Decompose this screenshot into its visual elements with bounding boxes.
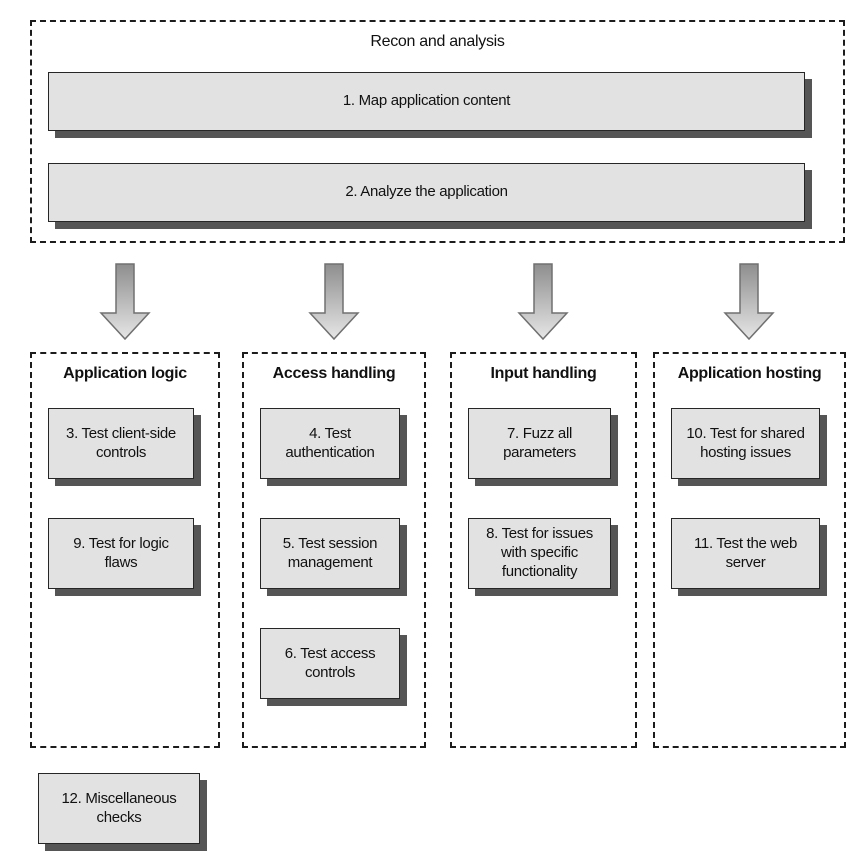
step-10-box: 10. Test for shared hosting issues xyxy=(671,408,820,479)
step-12-label: 12. Miscellaneous checks xyxy=(61,789,177,826)
column-access-handling: Access handling 4. Test authentication 5… xyxy=(242,352,426,748)
step-11-label: 11. Test the web server xyxy=(693,534,798,571)
step-2-label: 2. Analyze the application xyxy=(345,183,508,201)
step-4-label: 4. Test authentication xyxy=(285,424,375,461)
column-title-input-handling: Input handling xyxy=(490,365,597,382)
step-7-box: 7. Fuzz all parameters xyxy=(468,408,611,479)
column-title-application-logic: Application logic xyxy=(63,365,187,382)
column-title-application-hosting: Application hosting xyxy=(677,365,822,382)
step-9-label: 9. Test for logic flaws xyxy=(73,534,169,571)
column-application-logic: Application logic 3. Test client-side co… xyxy=(30,352,220,748)
step-11-box: 11. Test the web server xyxy=(671,518,820,589)
step-9-box: 9. Test for logic flaws xyxy=(48,518,194,589)
step-2-box: 2. Analyze the application xyxy=(48,163,805,222)
step-4-box: 4. Test authentication xyxy=(260,408,400,479)
step-6-box: 6. Test access controls xyxy=(260,628,400,699)
down-arrow-icon xyxy=(515,263,571,341)
step-1-box: 1. Map application content xyxy=(48,72,805,131)
step-7-label: 7. Fuzz all parameters xyxy=(503,424,576,461)
step-3-label: 3. Test client-side controls xyxy=(66,424,176,461)
column-input-handling: Input handling 7. Fuzz all parameters 8.… xyxy=(450,352,637,748)
step-3-box: 3. Test client-side controls xyxy=(48,408,194,479)
step-5-label: 5. Test session management xyxy=(282,534,378,571)
down-arrow-icon xyxy=(97,263,153,341)
step-8-label: 8. Test for issues with specific functio… xyxy=(486,525,593,580)
down-arrow-icon xyxy=(721,263,777,341)
step-10-label: 10. Test for shared hosting issues xyxy=(686,424,805,461)
recon-panel-title: Recon and analysis xyxy=(370,33,505,50)
recon-panel: Recon and analysis 1. Map application co… xyxy=(30,20,845,243)
step-1-label: 1. Map application content xyxy=(342,92,511,110)
column-title-access-handling: Access handling xyxy=(272,365,396,382)
step-5-box: 5. Test session management xyxy=(260,518,400,589)
step-8-box: 8. Test for issues with specific functio… xyxy=(468,518,611,589)
down-arrow-icon xyxy=(306,263,362,341)
step-6-label: 6. Test access controls xyxy=(284,644,376,681)
column-application-hosting: Application hosting 10. Test for shared … xyxy=(653,352,846,748)
step-12-box: 12. Miscellaneous checks xyxy=(38,773,200,844)
